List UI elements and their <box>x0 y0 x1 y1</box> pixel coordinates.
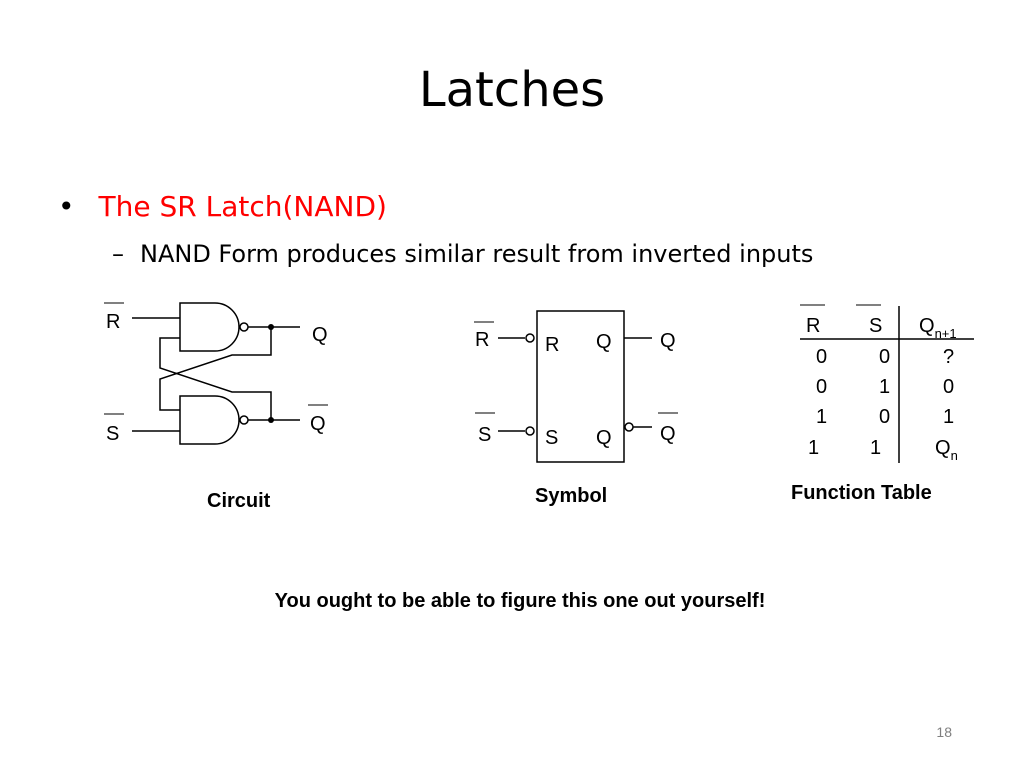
table-cell: ? <box>943 346 954 368</box>
input-bubble-r <box>525 333 535 343</box>
junction-dot-q <box>268 324 274 330</box>
symbol-box-q: Q <box>596 331 612 353</box>
symbol-box-q-bar: Q <box>596 427 612 449</box>
symbol-caption: Symbol <box>535 485 607 507</box>
nand-bubble-bottom <box>239 415 249 425</box>
symbol-box-r: R <box>545 334 559 356</box>
output-bubble-q-bar <box>624 422 634 432</box>
table-cell: 0 <box>816 346 827 368</box>
circuit-caption: Circuit <box>207 490 271 512</box>
bullet-sr-latch: • The SR Latch(NAND) <box>58 190 387 223</box>
table-cell: 0 <box>879 406 890 428</box>
table-cell: 1 <box>816 406 827 428</box>
circuit-input-s: S <box>106 423 119 445</box>
symbol-output-q: Q <box>660 330 676 352</box>
nand-gate-bottom <box>179 395 240 445</box>
input-bubble-s <box>525 426 535 436</box>
table-header-s: S <box>869 315 882 337</box>
sub-bullet: –NAND Form produces similar result from … <box>112 240 813 268</box>
sub-bullet-text: NAND Form produces similar result from i… <box>140 240 814 268</box>
function-table <box>800 304 974 463</box>
slide-title: Latches <box>418 62 606 118</box>
table-header-r: R <box>806 315 820 337</box>
table-cell: 0 <box>879 346 890 368</box>
circuit-output-q: Q <box>312 324 328 346</box>
symbol-input-r: R <box>475 329 489 351</box>
nand-bubble-top <box>239 322 249 332</box>
table-cell: 0 <box>943 376 954 398</box>
bullet-text: The SR Latch(NAND) <box>98 190 387 223</box>
bullet-dot: • <box>58 190 75 223</box>
circuit-output-q-bar: Q <box>310 413 326 435</box>
symbol-diagram <box>474 310 678 463</box>
latch-symbol-box <box>536 310 625 463</box>
slide-note: You ought to be able to figure this one … <box>274 590 766 612</box>
circuit-input-r: R <box>106 311 120 333</box>
table-cell: 1 <box>943 406 954 428</box>
junction-dot-q-bar <box>268 417 274 423</box>
nand-gate-top <box>179 302 240 352</box>
table-header-subscript: n+1 <box>935 326 957 341</box>
symbol-box-s: S <box>545 427 558 449</box>
table-cell: 1 <box>870 437 881 459</box>
symbol-output-q-bar: Q <box>660 423 676 445</box>
table-cell: 0 <box>816 376 827 398</box>
symbol-input-s: S <box>478 424 491 446</box>
table-cell-subscript: n <box>951 448 958 463</box>
circuit-diagram <box>104 302 328 445</box>
table-cell: 1 <box>808 437 819 459</box>
sub-bullet-dash: – <box>112 240 124 268</box>
table-header-q: Qn+1 <box>919 315 957 341</box>
table-cell: 1 <box>879 376 890 398</box>
function-table-caption: Function Table <box>791 482 932 504</box>
page-number: 18 <box>936 724 952 740</box>
table-cell-qn: Qn <box>935 437 958 463</box>
